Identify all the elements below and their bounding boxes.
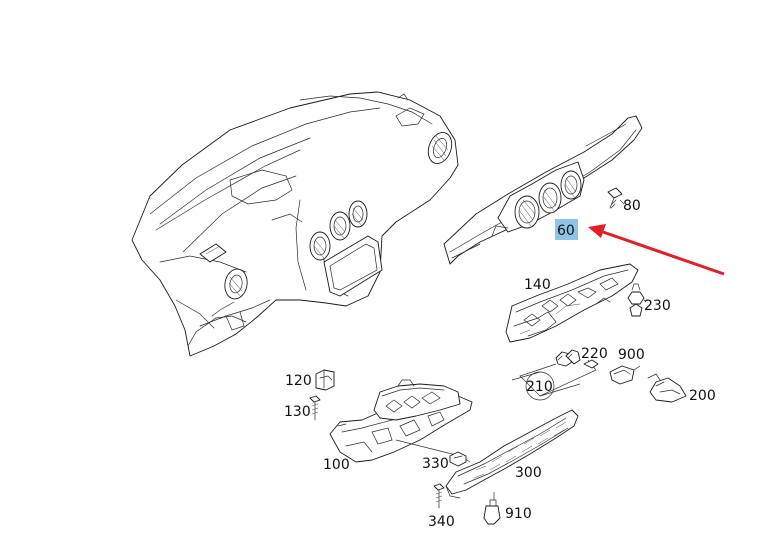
part-200-handle [647,373,687,403]
part-100-bracket [329,395,473,463]
label-910: 910 [505,506,532,522]
pointer-arrow-head [588,224,606,238]
part-210-switch-group [555,349,581,367]
label-120: 120 [285,373,312,389]
pointer-arrow-line [602,230,725,276]
leader-ring-210 [525,371,555,401]
label-230: 230 [644,298,671,314]
label-340: 340 [428,514,455,530]
label-330: 330 [422,456,449,472]
label-60: 60 [557,223,575,239]
leader-80 [619,199,625,205]
part-230-clip [627,283,645,317]
label-100: 100 [323,457,350,473]
part-330-clip [449,451,467,467]
label-210: 210 [526,379,553,395]
part-140-bracket [505,263,639,343]
leader-230 [643,299,647,303]
label-220: 220 [581,346,608,362]
label-200: 200 [689,388,716,404]
label-80: 80 [623,198,641,214]
label-900: 900 [618,347,645,363]
part-900-cap [609,365,635,385]
part-220-connector [583,359,599,369]
part-80-screw [607,187,623,209]
part-130-screw [309,395,321,421]
label-140: 140 [524,277,551,293]
label-300: 300 [515,465,542,481]
part-60-center-trim [443,115,643,265]
part-300-lower-trim [445,409,579,499]
part-120-clip [315,369,335,391]
leader-210 [511,359,597,397]
part-100-upper-block [373,379,461,421]
part-910-clip [483,499,501,525]
part-340-screw [433,483,445,509]
dashboard-overview [131,91,459,357]
leader-900 [633,365,641,371]
label-130: 130 [284,404,311,420]
highlight-60-box [555,219,578,240]
